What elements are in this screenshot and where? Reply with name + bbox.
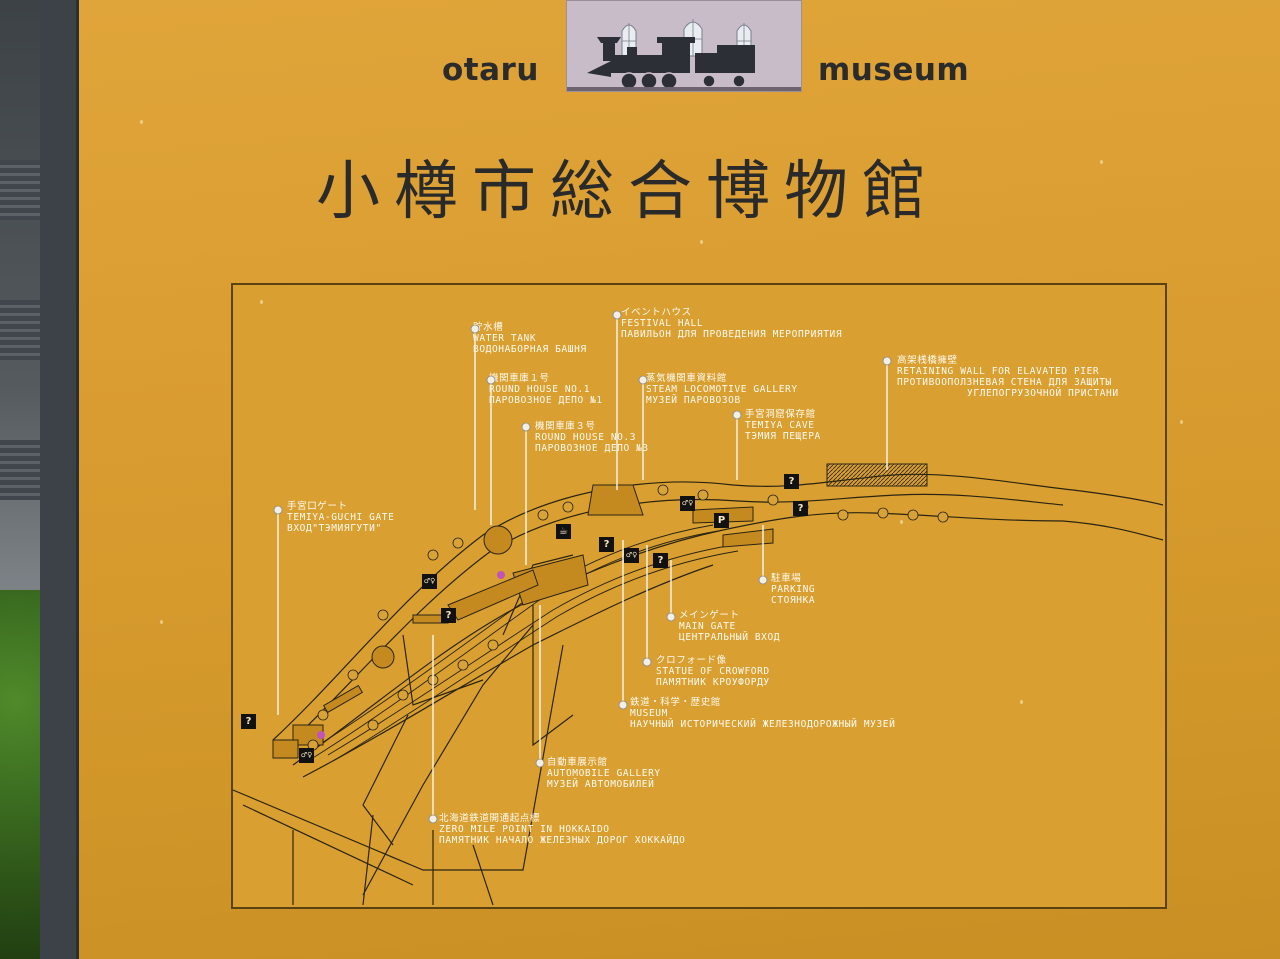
info-icon: ? <box>599 537 614 552</box>
raindrop <box>140 120 143 124</box>
toilet-icon: ♂♀ <box>299 748 314 763</box>
leader-lines <box>273 310 892 824</box>
info-icon: ? <box>241 714 256 729</box>
background-window <box>0 300 44 360</box>
background-window <box>0 440 44 500</box>
rest-icon: ☕ <box>556 524 571 539</box>
raindrop <box>1100 160 1103 164</box>
raindrop <box>160 620 163 624</box>
brand-museum: museum <box>818 52 970 88</box>
toilet-icon: ♂♀ <box>422 574 437 589</box>
brand-otaru: otaru <box>442 52 539 88</box>
raindrop <box>260 300 263 304</box>
info-icon: ? <box>784 474 799 489</box>
raindrop <box>1180 420 1183 424</box>
parking-icon: P <box>714 513 729 528</box>
toilet-icon: ♂♀ <box>680 496 695 511</box>
background-window <box>0 160 44 220</box>
raindrop <box>1020 700 1023 704</box>
info-icon: ? <box>653 553 668 568</box>
info-icon: ? <box>441 608 456 623</box>
raindrop <box>900 520 903 524</box>
info-icon: ? <box>793 501 808 516</box>
toilet-icon: ♂♀ <box>624 548 639 563</box>
raindrop <box>700 240 703 244</box>
locomotive-logo <box>566 0 802 92</box>
museum-title-japanese: 小樽市総合博物館 <box>316 155 940 229</box>
